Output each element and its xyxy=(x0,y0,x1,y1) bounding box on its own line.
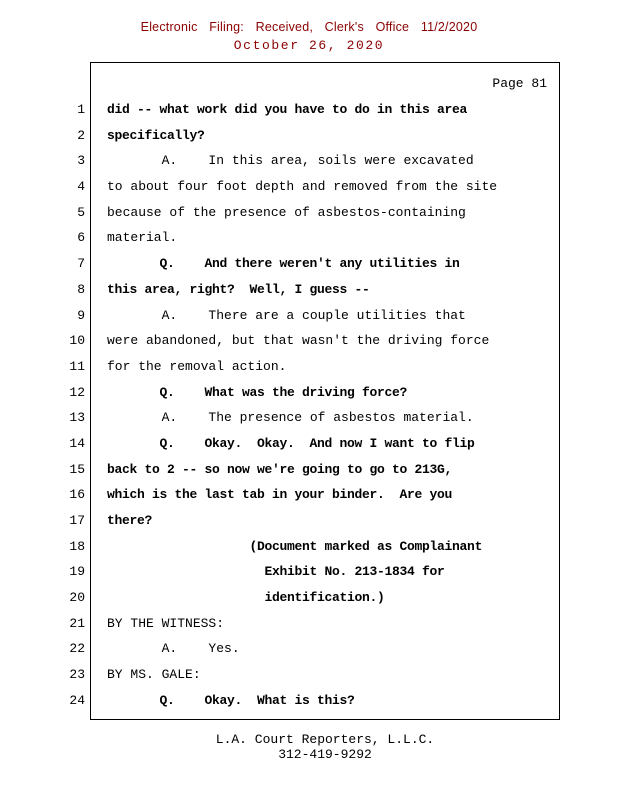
transcript-line: 23 BY MS. GALE: xyxy=(69,662,547,688)
page-number: Page 81 xyxy=(492,76,547,91)
line-number: 4 xyxy=(77,179,85,195)
transcript-lines: 1 did -- what work did you have to do in … xyxy=(69,97,547,714)
line-number: 13 xyxy=(69,410,85,426)
line-number: 8 xyxy=(77,281,85,297)
line-text: Exhibit No. 213-1834 for xyxy=(107,564,445,580)
line-text: A. In this area, soils were excavated xyxy=(107,153,474,169)
line-number: 2 xyxy=(77,127,85,143)
line-number: 3 xyxy=(77,153,85,169)
transcript-box: Page 81 1 did -- what work did you have t… xyxy=(69,62,560,720)
line-text: A. Yes. xyxy=(107,641,240,657)
transcript-line: 9 A. There are a couple utilities that xyxy=(77,303,547,329)
line-number: 14 xyxy=(69,435,85,451)
transcript-line: 13 A. The presence of asbestos material. xyxy=(69,405,547,431)
efiling-stamp-line: Electronic Filing: Received, Clerk's Off… xyxy=(140,20,478,34)
line-number: 21 xyxy=(69,615,85,631)
line-text: were abandoned, but that wasn't the driv… xyxy=(107,333,490,349)
line-number: 1 xyxy=(77,102,85,117)
line-number: 22 xyxy=(69,641,85,657)
transcript-line: 2 specifically? xyxy=(77,123,547,149)
line-text: this area, right? Well, I guess -- xyxy=(107,281,370,297)
line-text: BY THE WITNESS: xyxy=(107,615,225,631)
line-number: 11 xyxy=(69,358,85,374)
line-number: 17 xyxy=(69,513,85,528)
transcript-line: 16 which is the last tab in your binder. … xyxy=(69,482,547,508)
efiling-stamp: Electronic Filing: Received, Clerk's Off… xyxy=(0,20,618,53)
line-text: A. There are a couple utilities that xyxy=(107,307,466,323)
hearing-date-line: October 26, 2020 xyxy=(233,38,385,53)
transcript-line: 18 (Document marked as Complainant xyxy=(69,534,547,560)
transcript-line: 22 A. Yes. xyxy=(69,636,547,662)
line-text: because of the presence of asbestos-cont… xyxy=(107,204,466,220)
transcript-line: 21 BY THE WITNESS: xyxy=(69,611,547,637)
transcript-line: 4 to about four foot depth and removed fr… xyxy=(77,174,547,200)
line-text: did -- what work did you have to do in t… xyxy=(107,102,468,117)
transcript-line: 3 A. In this area, soils were excavated xyxy=(77,148,547,174)
transcript-line: 5 because of the presence of asbestos-con… xyxy=(77,200,547,226)
transcript-line: 6 material. xyxy=(77,225,547,251)
line-text: (Document marked as Complainant xyxy=(107,538,483,554)
line-text: material. xyxy=(107,230,178,246)
line-text: back to 2 -- so now we're going to go to… xyxy=(107,461,453,477)
line-text: for the removal action. xyxy=(107,358,287,374)
line-number: 5 xyxy=(77,204,85,220)
reporter-footer: L.A. Court Reporters, L.L.C. 312-419-929… xyxy=(90,732,560,762)
line-text: Q. Okay. What is this? xyxy=(107,692,355,708)
line-text: identification.) xyxy=(107,590,385,606)
line-number: 23 xyxy=(69,667,85,683)
line-text: A. The presence of asbestos material. xyxy=(107,410,474,426)
transcript-line: 10 were abandoned, but that wasn't the dr… xyxy=(69,328,547,354)
transcript-line: 12 Q. What was the driving force? xyxy=(69,380,547,406)
line-text: specifically? xyxy=(107,127,205,143)
line-number: 6 xyxy=(77,230,85,246)
transcript-line: 8 this area, right? Well, I guess -- xyxy=(77,277,547,303)
transcript-line: 15 back to 2 -- so now we're going to go … xyxy=(69,457,547,483)
transcript-line: 24 Q. Okay. What is this? xyxy=(69,688,547,714)
line-number: 24 xyxy=(69,692,85,708)
transcript-line: 17 there? xyxy=(69,508,547,534)
transcript-line: 7 Q. And there weren't any utilities in xyxy=(77,251,547,277)
transcript-line: 1 did -- what work did you have to do in … xyxy=(77,97,547,123)
line-text: BY MS. GALE: xyxy=(107,667,201,683)
line-number: 20 xyxy=(69,590,85,606)
line-text: Q. And there weren't any utilities in xyxy=(107,256,460,272)
reporter-phone: 312-419-9292 xyxy=(278,746,372,762)
transcript-line: 11 for the removal action. xyxy=(69,354,547,380)
transcript-line: 19 Exhibit No. 213-1834 for xyxy=(69,559,547,585)
line-number: 15 xyxy=(69,461,85,477)
line-text: there? xyxy=(107,513,153,528)
transcript-line: 14 Q. Okay. Okay. And now I want to flip xyxy=(69,431,547,457)
line-number: 7 xyxy=(77,256,85,272)
transcript-line: 20 identification.) xyxy=(69,585,547,611)
line-text: which is the last tab in your binder. Ar… xyxy=(107,487,453,503)
line-number: 9 xyxy=(77,307,85,323)
line-text: Q. What was the driving force? xyxy=(107,384,408,400)
line-number: 12 xyxy=(69,384,85,400)
line-number: 10 xyxy=(69,333,85,349)
line-number: 16 xyxy=(69,487,85,503)
line-number: 19 xyxy=(69,564,85,580)
reporter-company: L.A. Court Reporters, L.L.C. xyxy=(215,732,435,747)
line-text: to about four foot depth and removed fro… xyxy=(107,179,498,195)
line-number: 18 xyxy=(69,538,85,554)
line-text: Q. Okay. Okay. And now I want to flip xyxy=(107,435,475,451)
